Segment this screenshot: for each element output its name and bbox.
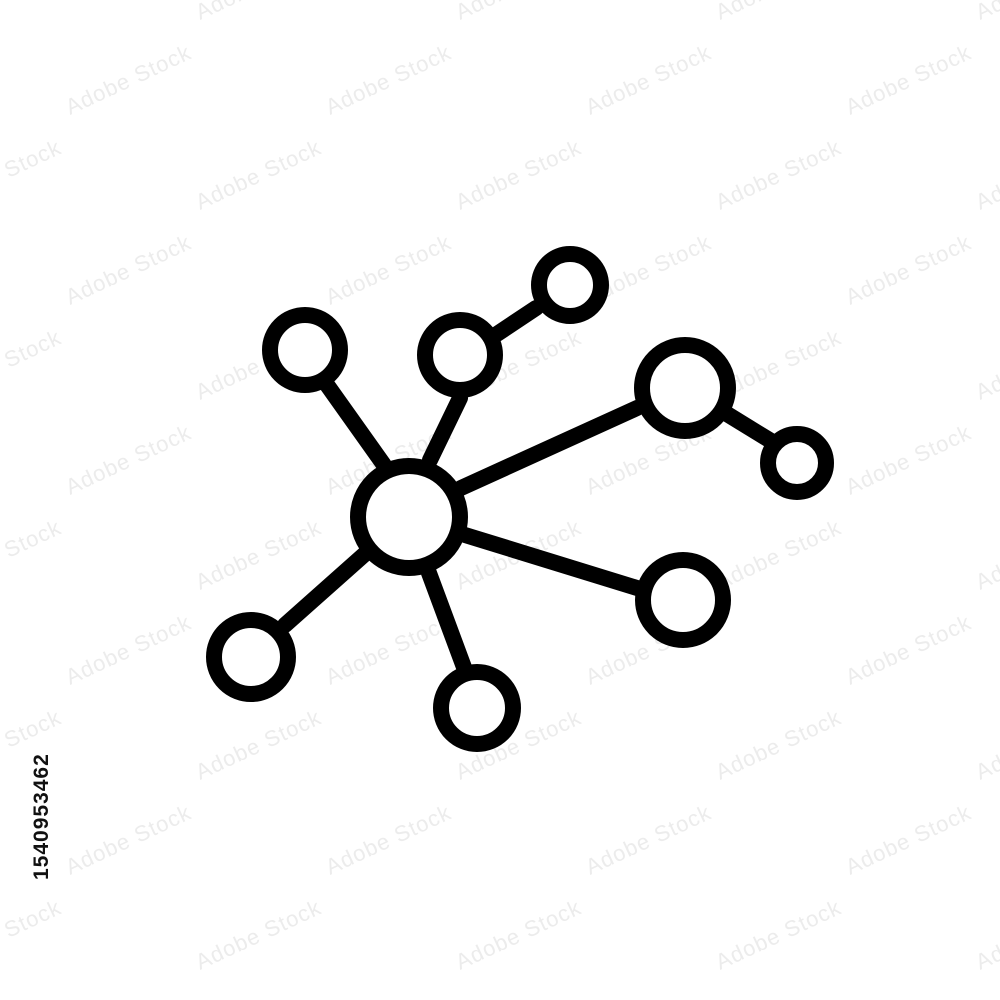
edge-right-large-to-far-right [719,406,779,449]
node-far-right [760,426,834,500]
edge-hub-to-upper-left [317,374,392,473]
connection-lines [277,300,779,678]
edge-hub-to-right-large [453,400,645,496]
network-nodes [206,246,834,752]
edge-upper-middle-to-top-right [489,300,544,342]
edge-hub-to-lower-right [457,527,645,596]
node-bottom [433,664,521,752]
edge-hub-to-lower-left [277,545,374,633]
hub-node [350,458,468,576]
edge-hub-to-upper-middle [422,390,468,468]
node-right-large [634,337,736,439]
edge-hub-to-bottom [421,565,473,678]
stock-id-label: 1540953462 [30,753,53,880]
node-lower-left [206,612,296,702]
node-top-right [531,246,609,324]
node-lower-right [635,552,731,648]
node-upper-middle [417,312,503,398]
node-upper-left [262,307,348,393]
